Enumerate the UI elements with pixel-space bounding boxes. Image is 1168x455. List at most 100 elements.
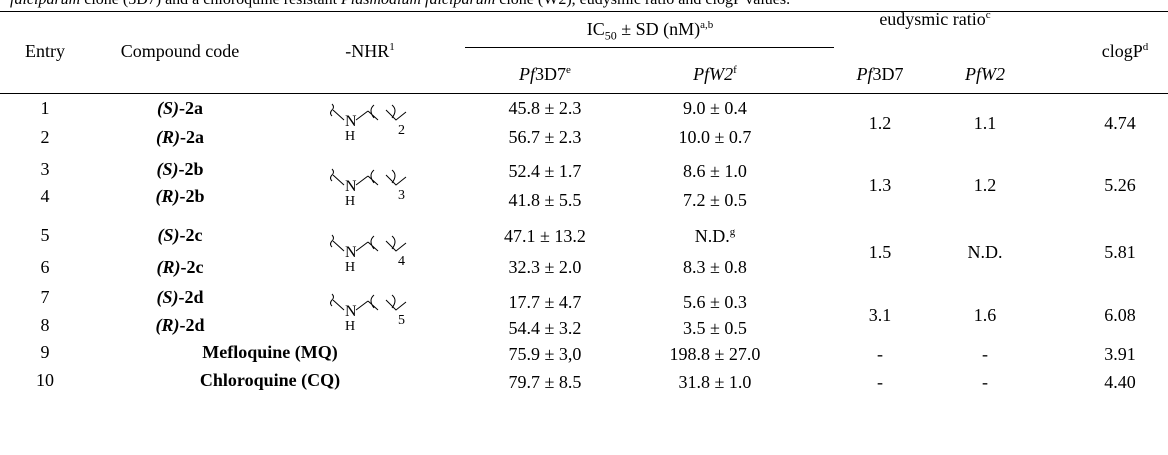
cell-ic50-pfw2: 5.6 ± 0.3: [683, 292, 747, 312]
alkylamine-structure-icon: N H 4: [330, 234, 407, 273]
cell-clogp: 4.40: [1104, 372, 1136, 392]
cell-compound-code: (S)-2a: [130, 97, 230, 119]
cell-compound-code: Chloroquine (CQ): [199, 370, 341, 390]
ic50-subheader-rule: [465, 47, 834, 48]
cell-compound-code: (S)-2d: [130, 286, 230, 308]
cell-compound-code: (S)-2b: [130, 158, 230, 180]
nhr-structure-2c: N H 4: [330, 231, 410, 273]
cell-er-pf3d7: -: [877, 344, 883, 364]
cell-clogp: 5.26: [1104, 175, 1136, 195]
header-ic50: IC50 ± SD (nM)a,b: [500, 18, 800, 42]
caption-text-1: clone (3D7) and a chloroquine resistant: [80, 0, 341, 8]
cell-compound-code: (R)-2d: [130, 314, 230, 336]
header-er-pfw2-prefix: Pf: [965, 64, 981, 84]
caption-italic-2: Plasmodium falciparum: [341, 0, 495, 8]
header-pf3d7-rest: 3D7: [535, 64, 567, 84]
header-eudysmic-label: eudysmic ratio: [879, 9, 986, 29]
nitrogen-label: N: [345, 244, 357, 261]
cell-er-pf3d7: -: [877, 372, 883, 392]
cell-ic50-pfw2: 31.8 ± 1.0: [678, 372, 752, 392]
cell-entry: 2: [40, 127, 50, 147]
hydrogen-label: H: [345, 129, 355, 142]
cell-ic50-pfw2: 9.0 ± 0.4: [683, 98, 747, 118]
cell-clogp: 4.74: [1104, 113, 1136, 133]
header-pf3d7-sup: e: [566, 64, 571, 76]
cell-ic50-pfw2-value: N.D.: [694, 226, 730, 246]
header-compound-code: Compound code: [120, 41, 240, 61]
cell-entry: 10: [36, 370, 54, 390]
cell-entry: 9: [40, 342, 50, 362]
header-eudysmic-sup: c: [985, 9, 991, 21]
header-clogp-sup: d: [1142, 41, 1149, 53]
header-er-pfw2-rest: W2: [981, 64, 1005, 84]
cell-ic50-pfw2-sup: g: [729, 226, 736, 238]
nitrogen-label: N: [345, 178, 357, 195]
cell-er-pf3d7: 1.2: [868, 113, 892, 133]
cell-ic50-pf3d7: 75.9 ± 3,0: [508, 344, 582, 364]
cell-code: -2c: [179, 225, 203, 245]
repeat-count: 3: [398, 188, 405, 203]
hydrogen-label: H: [345, 194, 355, 207]
cell-compound-code: Mefloquine (MQ): [202, 342, 338, 362]
cell-code: -2b: [178, 159, 204, 179]
caption-text-2: clone (W2), eudysmic ratio and clogP val…: [495, 0, 790, 8]
cell-ic50-pf3d7: 47.1 ± 13.2: [504, 226, 586, 246]
nitrogen-label: N: [345, 303, 357, 320]
alkylamine-structure-icon: N H 3: [330, 168, 407, 207]
nitrogen-label: N: [345, 113, 357, 130]
header-pf3d7-prefix: Pf: [519, 64, 536, 84]
cell-config: (S): [156, 287, 179, 307]
header-pfw2-prefix: Pf: [693, 64, 710, 84]
cell-ic50-pfw2: 198.8 ± 27.0: [669, 344, 761, 364]
nhr-structure-2b: N H 3: [330, 165, 410, 207]
cell-ic50-pf3d7: 52.4 ± 1.7: [508, 161, 582, 181]
header-pfw2-rest: W2: [709, 64, 734, 84]
cell-compound-code: (R)-2c: [130, 256, 230, 278]
cell-ic50-pfw2: 10.0 ± 0.7: [678, 127, 752, 147]
cell-code: -2b: [179, 186, 205, 206]
cell-er-pfw2: 1.1: [973, 113, 997, 133]
cell-entry: 8: [40, 315, 50, 335]
header-bottom-rule: [0, 93, 1168, 94]
cell-er-pf3d7: 1.3: [868, 175, 892, 195]
cell-er-pf3d7: 3.1: [868, 305, 892, 325]
header-entry: Entry: [25, 41, 65, 61]
cell-ic50-pf3d7: 54.4 ± 3.2: [508, 318, 582, 338]
cell-clogp: 3.91: [1104, 344, 1136, 364]
header-er-pf3d7-prefix: Pf: [856, 64, 873, 84]
cell-ic50-pfw2: N.D.g: [640, 225, 790, 247]
header-ic50-rest: ± SD (nM): [616, 19, 701, 39]
hydrogen-label: H: [345, 260, 355, 273]
header-er-pfw2: PfW2: [945, 63, 1025, 85]
cell-er-pfw2: -: [982, 344, 988, 364]
header-nhr-label: -NHR: [345, 41, 390, 61]
cell-config: (R): [155, 315, 180, 335]
header-eudysmic: eudysmic ratioc: [835, 8, 1035, 30]
cell-entry: 3: [40, 159, 50, 179]
cell-ic50-pfw2: 3.5 ± 0.5: [683, 318, 747, 338]
cell-ic50-pf3d7: 45.8 ± 2.3: [508, 98, 582, 118]
cell-entry: 4: [40, 186, 50, 206]
cell-er-pfw2: 1.2: [973, 175, 997, 195]
cell-ic50-pf3d7: 56.7 ± 2.3: [508, 127, 582, 147]
header-clogp: clogPd: [1085, 40, 1165, 62]
cell-ic50-pf3d7: 17.7 ± 4.7: [508, 292, 582, 312]
header-nhr: -NHR1: [330, 40, 410, 62]
cell-code: -2d: [179, 315, 205, 335]
cell-clogp: 6.08: [1104, 305, 1136, 325]
cell-code: -2c: [180, 257, 204, 277]
nhr-structure-2d: N H 5: [330, 290, 410, 332]
cell-compound-code: (R)-2a: [130, 126, 230, 148]
cell-ic50-pfw2: 8.6 ± 1.0: [683, 161, 747, 181]
cell-config: (S): [156, 159, 179, 179]
top-rule: [0, 11, 1168, 12]
cell-code: -2a: [180, 127, 204, 147]
header-ic50-sup: a,b: [700, 19, 714, 31]
header-er-pf3d7-rest: 3D7: [872, 64, 904, 84]
cell-ic50-pfw2: 7.2 ± 0.5: [683, 190, 747, 210]
repeat-count: 2: [398, 123, 405, 138]
cell-ic50-pfw2: 8.3 ± 0.8: [683, 257, 747, 277]
nhr-structure-2a: N H 2: [330, 100, 410, 142]
cell-er-pf3d7: 1.5: [868, 242, 892, 262]
header-er-pf3d7: Pf3D7: [840, 63, 920, 85]
